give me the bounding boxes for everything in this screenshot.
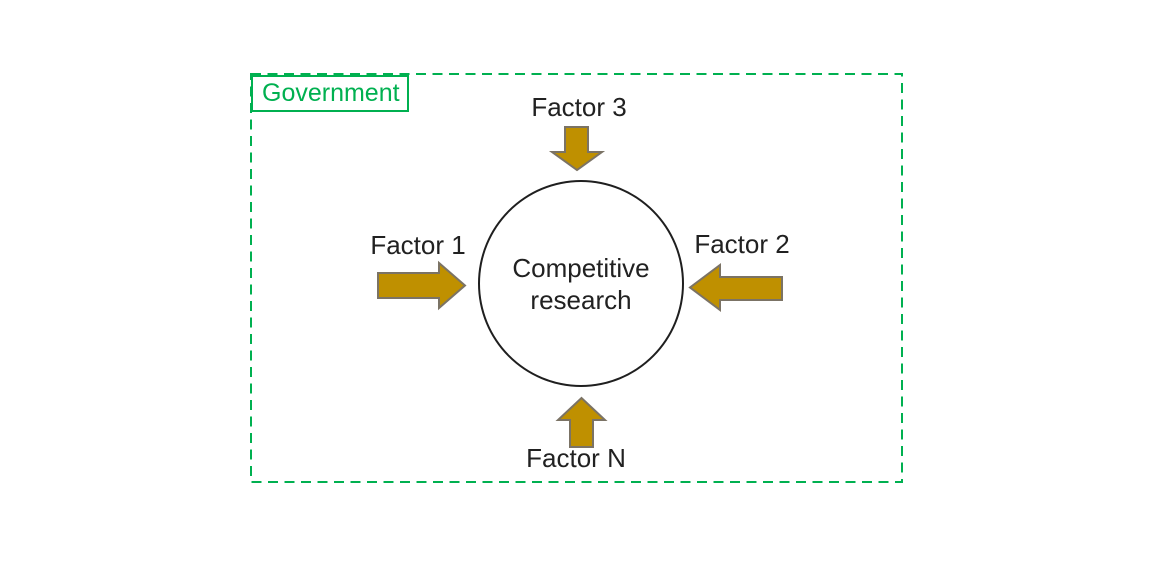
arrow-up-shape: [555, 396, 608, 448]
government-label-text: Government: [262, 79, 400, 107]
government-boundary: [250, 73, 903, 483]
government-label: Government: [251, 75, 409, 112]
arrow-down-shape: [548, 126, 606, 172]
factor-1-label: Factor 1: [370, 230, 466, 260]
factor-2-arrow-left-icon: [688, 263, 783, 312]
factor-2-label: Factor 2: [694, 229, 790, 259]
government-boundary-rect: [250, 73, 903, 483]
center-node: Competitive research: [478, 180, 684, 387]
center-node-label-line1: Competitive: [512, 252, 650, 283]
factor-1-arrow-right-icon: [377, 260, 467, 311]
factor-3-label: Factor 3: [531, 92, 627, 122]
factor-3-arrow-down-icon: [548, 126, 606, 172]
factor-n-arrow-up-icon: [555, 396, 608, 448]
center-node-label-line2: research: [530, 284, 632, 315]
arrow-right-shape: [377, 260, 467, 311]
factor-n-label: Factor N: [526, 443, 626, 473]
arrow-left-shape: [688, 263, 783, 312]
